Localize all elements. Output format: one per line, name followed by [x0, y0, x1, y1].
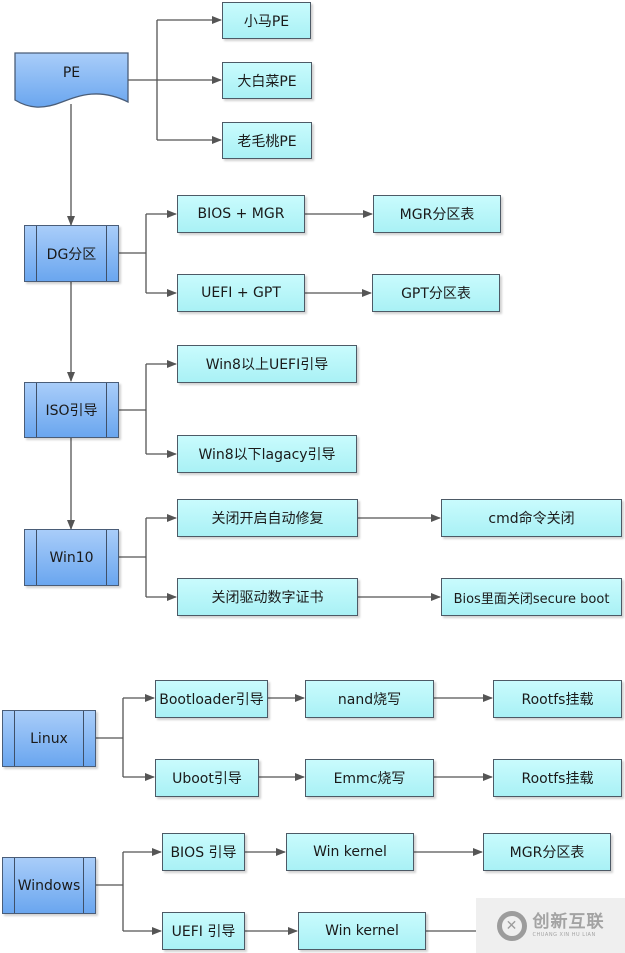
- dg-partition-label: DG分区: [46, 246, 97, 263]
- connector-linux-trunk: [96, 698, 124, 777]
- connector-iso-trunk: [119, 364, 147, 454]
- connector-win10-trunk: [119, 518, 147, 597]
- pe-tool-node: 大白菜PE: [222, 62, 312, 99]
- watermark: ✕ 创新互联 CHUANG XIN HU LIAN: [476, 898, 625, 953]
- windows-partition-node: MGR分区表: [483, 833, 611, 871]
- windows-kernel-node: Win kernel: [298, 912, 426, 950]
- pe-tool-label: 小马PE: [243, 13, 290, 30]
- pe-tool-node: 小马PE: [222, 2, 311, 39]
- pe-root-node: PE: [15, 53, 128, 109]
- win10-result-node: cmd命令关闭: [441, 499, 622, 537]
- linux-write-node: Emmc烧写: [305, 759, 434, 797]
- watermark-chinese: 创新互联: [532, 911, 605, 932]
- win10-label: Win10: [49, 549, 94, 566]
- iso-boot-label: ISO引导: [45, 403, 98, 419]
- linux-branch-node: Uboot引导: [155, 759, 259, 797]
- win10-branch-label: 关闭开启自动修复: [211, 511, 324, 527]
- win10-result-label: Bios里面关闭secure boot: [453, 591, 610, 607]
- linux-branch-label: Bootloader引导: [159, 692, 264, 708]
- dg-branch-node: BIOS + MGR: [177, 195, 305, 233]
- dg-result-label: MGR分区表: [399, 207, 475, 223]
- connector-dg-trunk: [119, 214, 147, 293]
- windows-branch-label: UEFI 引导: [171, 924, 236, 940]
- dg-branch-node: UEFI + GPT: [177, 274, 305, 312]
- connector-pe-trunk: [128, 20, 158, 140]
- iso-branch-node: Win8以上UEFI引导: [177, 345, 357, 383]
- dg-result-label: GPT分区表: [401, 286, 471, 302]
- linux-rootfs-label: Rootfs挂载: [521, 692, 594, 708]
- windows-partition-label: MGR分区表: [509, 845, 585, 861]
- iso-branch-label: Win8以下lagacy引导: [198, 447, 336, 463]
- pe-document-shape: [14, 52, 129, 108]
- win10-branch-node: 关闭开启自动修复: [177, 499, 358, 537]
- dg-result-node: GPT分区表: [372, 274, 500, 312]
- linux-label: Linux: [30, 730, 68, 747]
- pe-root-label: PE: [62, 65, 81, 81]
- linux-branch-node: Bootloader引导: [155, 680, 268, 718]
- win10-node: Win10: [24, 529, 119, 586]
- linux-write-node: nand烧写: [305, 680, 434, 718]
- windows-branch-node: BIOS 引导: [162, 833, 245, 871]
- windows-node: Windows: [2, 857, 96, 914]
- pe-tool-label: 大白菜PE: [237, 73, 297, 90]
- win10-result-node: Bios里面关闭secure boot: [441, 578, 622, 616]
- dg-branch-label: BIOS + MGR: [197, 206, 285, 222]
- watermark-pinyin: CHUANG XIN HU LIAN: [532, 931, 596, 938]
- windows-branch-node: UEFI 引导: [162, 912, 245, 950]
- linux-write-label: Emmc烧写: [333, 771, 406, 787]
- pe-tool-node: 老毛桃PE: [222, 122, 312, 159]
- iso-branch-label: Win8以上UEFI引导: [205, 357, 329, 373]
- watermark-logo-glyph: ✕: [505, 917, 518, 934]
- windows-label: Windows: [17, 877, 81, 894]
- watermark-logo-icon: ✕: [496, 910, 527, 941]
- linux-rootfs-node: Rootfs挂载: [493, 680, 622, 718]
- windows-kernel-node: Win kernel: [286, 833, 414, 871]
- linux-rootfs-label: Rootfs挂载: [521, 771, 594, 787]
- win10-branch-label: 关闭驱动数字证书: [211, 590, 324, 606]
- connector-windows-trunk: [96, 852, 124, 931]
- win10-result-label: cmd命令关闭: [488, 511, 575, 527]
- iso-boot-node: ISO引导: [24, 382, 119, 438]
- linux-write-label: nand烧写: [337, 692, 402, 708]
- linux-branch-label: Uboot引导: [172, 771, 242, 787]
- dg-partition-node: DG分区: [24, 225, 119, 282]
- dg-result-node: MGR分区表: [373, 195, 501, 233]
- windows-branch-label: BIOS 引导: [170, 845, 237, 861]
- pe-tool-label: 老毛桃PE: [237, 133, 297, 150]
- windows-kernel-label: Win kernel: [313, 844, 387, 860]
- watermark-text: 创新互联 CHUANG XIN HU LIAN: [533, 913, 605, 939]
- linux-rootfs-node: Rootfs挂载: [493, 759, 622, 797]
- windows-kernel-label: Win kernel: [325, 923, 399, 939]
- linux-node: Linux: [2, 710, 96, 767]
- win10-branch-node: 关闭驱动数字证书: [177, 578, 358, 616]
- iso-branch-node: Win8以下lagacy引导: [177, 435, 357, 473]
- dg-branch-label: UEFI + GPT: [201, 285, 281, 301]
